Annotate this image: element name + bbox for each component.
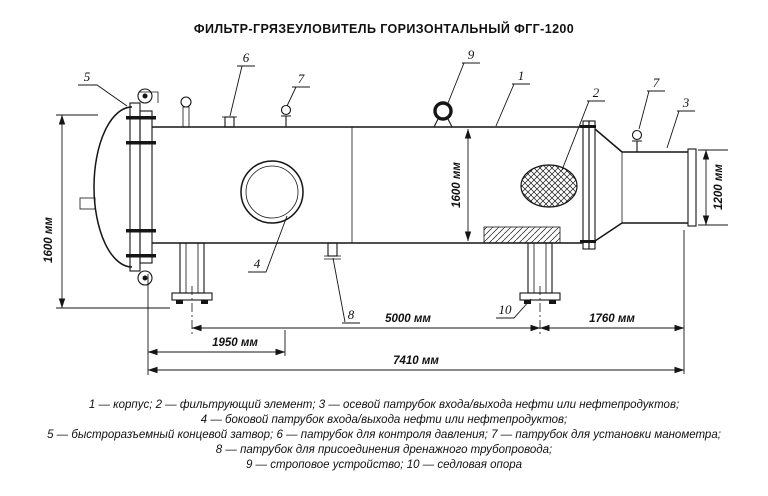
- legend-line-4: 8 — патрубок для присоединения дренажног…: [215, 444, 553, 456]
- dim-shell-diameter: 1600 мм: [451, 162, 463, 208]
- legend-line-5: 9 — строповое устройство; 10 — седловая …: [245, 459, 523, 471]
- dim-overall-length: 7410 мм: [393, 355, 439, 367]
- lifting-lug: [433, 101, 453, 128]
- extension-lines: [56, 114, 728, 375]
- dimension-texts: 1600 мм 1600 мм 1200 мм 5000 мм 1760 мм …: [43, 162, 725, 367]
- filter-element: [483, 164, 578, 244]
- callout-numbers: 5 6 7 9 1 2 7 3 4 8 10: [84, 47, 690, 322]
- callout-leaders: [78, 62, 695, 324]
- callout-7-right: 7: [653, 75, 660, 90]
- callout-10: 10: [499, 302, 513, 317]
- legend: 1 — корпус; 2 — фильтрующий элемент; 3 —…: [0, 398, 768, 473]
- dim-nozzle-diameter: 1200 мм: [713, 164, 725, 210]
- drain-nozzle: [324, 242, 341, 260]
- saddle-right: [519, 242, 561, 336]
- dimension-lines: [58, 114, 710, 374]
- callout-9: 9: [468, 47, 475, 62]
- legend-line-1: 1 — корпус; 2 — фильтрующий элемент; 3 —…: [88, 399, 680, 411]
- callout-7-left: 7: [298, 71, 305, 86]
- manometer-nozzle-left: [280, 104, 292, 127]
- dim-right-offset: 1760 мм: [589, 313, 635, 325]
- pressure-control-nozzle: [222, 116, 237, 128]
- callout-4: 4: [254, 256, 261, 271]
- dim-saddle-span: 5000 мм: [385, 313, 431, 325]
- callout-6: 6: [243, 50, 250, 65]
- dim-closure-diameter: 1600 мм: [43, 217, 55, 263]
- callout-1: 1: [518, 68, 525, 83]
- saddle-left: [171, 242, 213, 336]
- drawing-title: ФИЛЬТР-ГРЯЗЕУЛОВИТЕЛЬ ГОРИЗОНТАЛЬНЫЙ ФГГ…: [193, 22, 575, 36]
- callout-5: 5: [84, 69, 91, 84]
- callout-2: 2: [593, 85, 600, 100]
- legend-line-2: 4 — боковой патрубок входа/выхода нефти …: [200, 414, 568, 426]
- manometer-nozzle-right: [631, 129, 643, 152]
- eyebolt: [180, 96, 192, 128]
- legend-line-3: 5 — быстроразъемный концевой затвор; 6 —…: [47, 429, 721, 441]
- dim-left-offset: 1950 мм: [212, 337, 258, 349]
- callout-8: 8: [348, 307, 355, 322]
- end-closure: [79, 88, 159, 286]
- callout-3: 3: [682, 95, 690, 110]
- side-nozzle: [240, 160, 304, 224]
- body-flange-joint: [580, 120, 596, 250]
